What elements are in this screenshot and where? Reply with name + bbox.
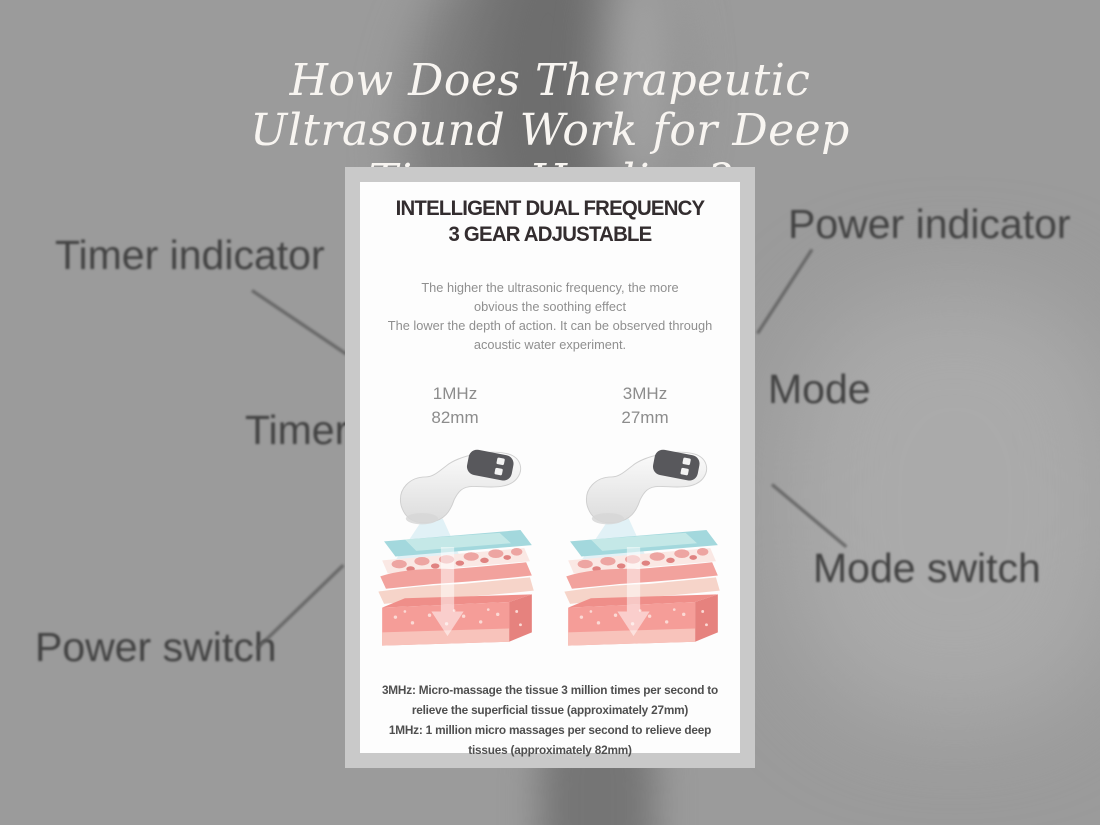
product-info-card: INTELLIGENT DUAL FREQUENCY 3 GEAR ADJUST… — [345, 167, 755, 768]
callout-timer-indicator: Timer indicator — [55, 232, 325, 278]
background-light-area — [785, 290, 1100, 720]
frequency-left-depth: 82mm — [431, 408, 479, 427]
card-footnote-line-2: relieve the superficial tissue (approxim… — [411, 703, 689, 717]
card-heading-line-2: 3 GEAR ADJUSTABLE — [448, 223, 652, 246]
callout-mode: Mode — [768, 366, 871, 412]
page-title-line-1: How Does Therapeutic — [289, 55, 811, 106]
callout-mode-switch: Mode switch — [813, 545, 1041, 591]
leader-line-power-indicator — [756, 248, 814, 335]
card-intro-line-3: The lower the depth of action. It can be… — [387, 318, 713, 333]
frequency-labels-row: 1MHz 82mm 3MHz 27mm — [360, 382, 740, 430]
callout-power-switch: Power switch — [35, 624, 277, 670]
card-footnote: 3MHz: Micro-massage the tissue 3 million… — [360, 680, 740, 760]
page-title-line-2: Ultrasound Work for Deep — [250, 105, 850, 156]
frequency-right-mhz: 3MHz — [622, 384, 668, 403]
tissue-illustrations-row — [360, 444, 740, 652]
card-intro-line-4: acoustic water experiment. — [473, 337, 627, 352]
ultrasound-tissue-illustration-3mhz — [563, 447, 721, 647]
frequency-left: 1MHz 82mm — [360, 382, 550, 430]
card-footnote-line-3: 1MHz: 1 million micro massages per secon… — [388, 723, 712, 737]
callout-power-indicator: Power indicator — [788, 201, 1071, 247]
leader-line-mode-switch — [771, 483, 848, 548]
card-footnote-line-1: 3MHz: Micro-massage the tissue 3 million… — [381, 683, 719, 697]
frequency-right: 3MHz 27mm — [550, 382, 740, 430]
ultrasound-tissue-illustration-1mhz — [377, 447, 535, 647]
frequency-right-depth: 27mm — [621, 408, 669, 427]
frequency-left-mhz: 1MHz — [432, 384, 478, 403]
callout-timer: Timer — [245, 407, 349, 453]
card-footnote-line-4: tissues (approximately 82mm) — [468, 743, 632, 757]
card-intro-line-1: The higher the ultrasonic frequency, the… — [421, 280, 679, 295]
leader-line-power-switch — [255, 564, 345, 650]
card-heading-line-1: INTELLIGENT DUAL FREQUENCY — [395, 197, 706, 220]
card-intro-line-2: obvious the soothing effect — [473, 299, 626, 314]
card-intro-text: The higher the ultrasonic frequency, the… — [360, 278, 740, 354]
card-heading: INTELLIGENT DUAL FREQUENCY 3 GEAR ADJUST… — [366, 196, 735, 248]
leader-line-timer-indicator — [251, 289, 348, 356]
